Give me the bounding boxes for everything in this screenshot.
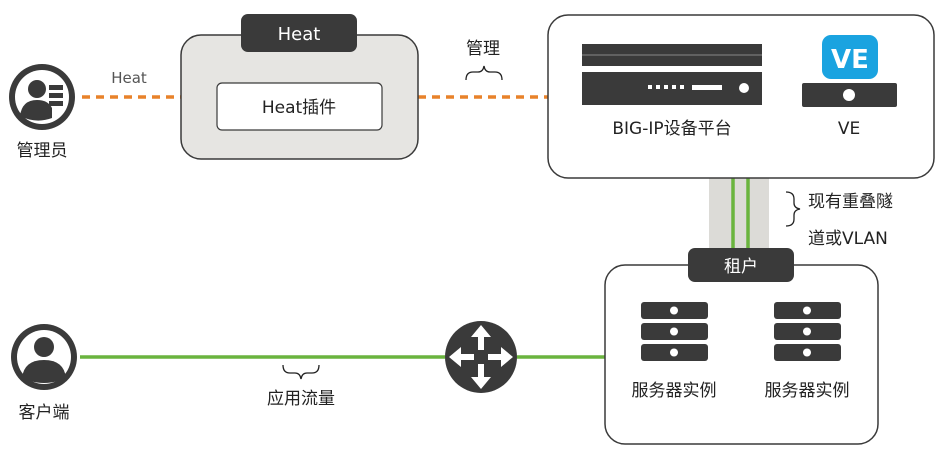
client-user-icon	[11, 324, 77, 390]
server-instance-label-1: 服务器实例	[632, 381, 717, 401]
client-label: 客户端	[19, 403, 70, 423]
router-icon	[445, 321, 517, 393]
ve-label: VE	[838, 119, 860, 139]
bigip-platform-label: BIG-IP设备平台	[612, 119, 731, 139]
admin-label: 管理员	[17, 141, 68, 161]
admin-user-icon	[9, 64, 75, 130]
server-stack-icon	[774, 302, 841, 361]
ve-logo-icon: VE	[822, 35, 878, 79]
heat-plugin-label: Heat插件	[262, 98, 336, 118]
server-stack-icon	[641, 302, 708, 361]
bigip-box: BIG-IP设备平台 VE VE	[547, 14, 935, 179]
tunnel-band	[709, 178, 769, 248]
manage-brace	[465, 65, 503, 81]
tenant-title: 租户	[724, 257, 758, 277]
tunnel-label-line1: 现有重叠隧	[808, 192, 893, 212]
tunnel-label-line2: 道或VLAN	[808, 229, 888, 249]
tunnel-brace	[785, 191, 801, 227]
ve-device-icon	[802, 83, 897, 107]
heat-link-label: Heat	[111, 69, 147, 87]
ve-logo-text: VE	[831, 45, 869, 75]
server-instance-label-2: 服务器实例	[765, 381, 850, 401]
heat-box: Heat Heat插件	[180, 14, 419, 160]
bigip-appliance-icon	[582, 44, 762, 105]
heat-box-title: Heat	[278, 24, 321, 45]
heat-plugin-box	[216, 82, 383, 131]
app-traffic-label: 应用流量	[267, 389, 335, 409]
app-traffic-brace	[282, 364, 320, 380]
tenant-box: 租户 服务器实例 服务器实例	[604, 248, 879, 445]
manage-label: 管理	[466, 39, 500, 59]
